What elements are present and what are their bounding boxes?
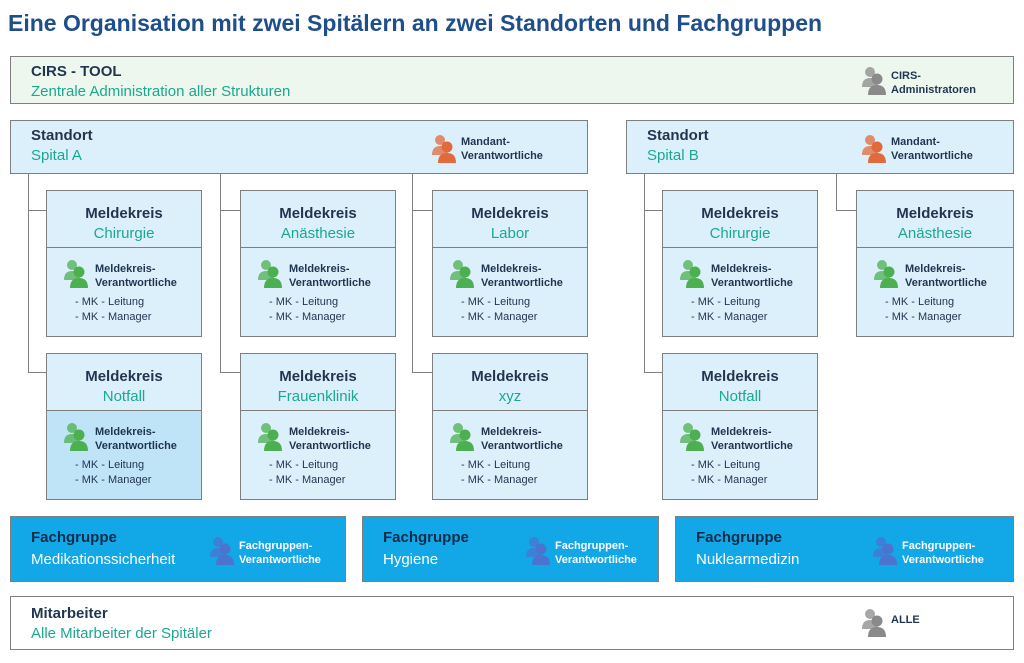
fachgruppe-medikationssicherheit: Fachgruppe Medikationssicherheit Fachgru… [10,516,346,582]
connector-line [644,174,645,372]
meldekreis-responsible-icon [679,258,705,288]
fachgruppe-nuklearmedizin: Fachgruppe Nuklearmedizin Fachgruppen-Ve… [675,516,1014,582]
standort-a-name: Spital A [31,147,82,164]
meldekreis-anaesthesie-a-details: Meldekreis-Verantwortliche - MK - Leitun… [240,248,396,337]
cirs-tool-box: CIRS - TOOL Zentrale Administration alle… [10,56,1014,104]
cirs-tool-subtitle: Zentrale Administration aller Strukturen [31,83,291,100]
meldekreis-anaesthesie-b: Meldekreis Anästhesie [856,190,1014,248]
connector-line [412,372,432,373]
meldekreis-responsible-icon [449,258,475,288]
page-title: Eine Organisation mit zwei Spitälern an … [8,10,823,36]
meldekreis-notfall-b-details: Meldekreis-Verantwortliche - MK - Leitun… [662,411,818,500]
fachgruppen-responsible-icon [209,535,235,565]
meldekreis-responsible-icon [449,421,475,451]
meldekreis-chirurgie-a: Meldekreis Chirurgie [46,190,202,248]
connector-line [644,210,662,211]
mandant-responsible-label: Mandant-Verantwortliche [461,136,543,162]
all-employees-label: ALLE [891,614,920,626]
connector-line [412,210,432,211]
meldekreis-labor: Meldekreis Labor [432,190,588,248]
meldekreis-xyz: Meldekreis xyz [432,353,588,411]
meldekreis-labor-details: Meldekreis-Verantwortliche - MK - Leitun… [432,248,588,337]
meldekreis-responsible-icon [257,258,283,288]
meldekreis-frauenklinik-details: Meldekreis-Verantwortliche - MK - Leitun… [240,411,396,500]
connector-line [28,210,46,211]
mandant-responsible-icon [861,133,887,163]
standort-a-title: Standort [31,127,93,144]
fachgruppe-hygiene: Fachgruppe Hygiene Fachgruppen-Verantwor… [362,516,659,582]
fachgruppen-responsible-icon [525,535,551,565]
standort-b-name: Spital B [647,147,699,164]
meldekreis-anaesthesie-a: Meldekreis Anästhesie [240,190,396,248]
meldekreis-notfall-a-details: Meldekreis-Verantwortliche - MK - Leitun… [46,411,202,500]
meldekreis-responsible-icon [63,421,89,451]
mitarbeiter-title: Mitarbeiter [31,605,108,622]
standort-spital-b: Standort Spital B Mandant-Verantwortlich… [626,120,1014,174]
all-employees-icon [861,607,887,637]
cirs-administrators-label: CIRS-Administratoren [891,70,976,96]
cirs-administrators-icon [861,65,887,95]
connector-line [220,210,240,211]
mitarbeiter-box: Mitarbeiter Alle Mitarbeiter der Spitäle… [10,596,1014,650]
standort-b-title: Standort [647,127,709,144]
connector-line [836,174,837,210]
connector-line [412,174,413,372]
connector-line [28,372,46,373]
meldekreis-xyz-details: Meldekreis-Verantwortliche - MK - Leitun… [432,411,588,500]
meldekreis-chirurgie-b-details: Meldekreis-Verantwortliche - MK - Leitun… [662,248,818,337]
fachgruppen-responsible-icon [872,535,898,565]
connector-line [836,210,856,211]
meldekreis-responsible-icon [257,421,283,451]
meldekreis-responsible-icon [63,258,89,288]
meldekreis-anaesthesie-b-details: Meldekreis-Verantwortliche - MK - Leitun… [856,248,1014,337]
connector-line [644,372,662,373]
cirs-tool-title: CIRS - TOOL [31,63,122,80]
mandant-responsible-label: Mandant-Verantwortliche [891,136,973,162]
meldekreis-notfall-b: Meldekreis Notfall [662,353,818,411]
standort-spital-a: Standort Spital A Mandant-Verantwortlich… [10,120,588,174]
meldekreis-responsible-icon [873,258,899,288]
connector-line [28,174,29,372]
mitarbeiter-subtitle: Alle Mitarbeiter der Spitäler [31,625,212,642]
connector-line [220,372,240,373]
meldekreis-notfall-a: Meldekreis Notfall [46,353,202,411]
meldekreis-responsible-icon [679,421,705,451]
meldekreis-chirurgie-b: Meldekreis Chirurgie [662,190,818,248]
meldekreis-chirurgie-a-details: Meldekreis-Verantwortliche - MK - Leitun… [46,248,202,337]
meldekreis-frauenklinik: Meldekreis Frauenklinik [240,353,396,411]
connector-line [220,174,221,372]
mandant-responsible-icon [431,133,457,163]
